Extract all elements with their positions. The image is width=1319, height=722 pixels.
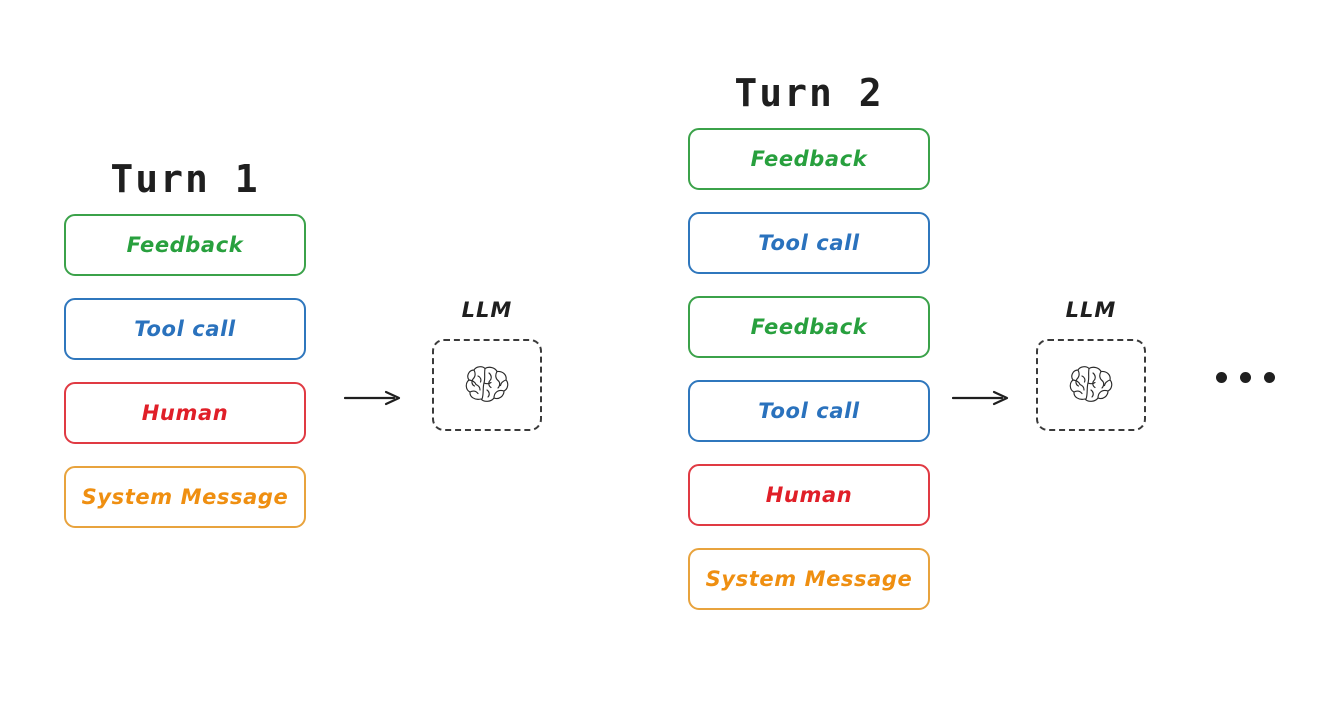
- message-box-tool-call[interactable]: Tool call: [688, 380, 930, 442]
- message-box-tool-call[interactable]: Tool call: [64, 298, 306, 360]
- message-label: System Message: [81, 484, 289, 509]
- turn-2-title: Turn 2: [734, 71, 884, 115]
- arrow-right-icon-2: [951, 388, 1016, 408]
- message-label: Feedback: [750, 314, 868, 339]
- message-box-system-message[interactable]: System Message: [688, 548, 930, 610]
- turn-column-1: Turn 1 Feedback Tool call Human System M…: [64, 160, 306, 528]
- message-box-feedback[interactable]: Feedback: [688, 128, 930, 190]
- llm-label: LLM: [461, 298, 513, 322]
- turn-1-message-stack: Feedback Tool call Human System Message: [64, 214, 306, 528]
- turn-1-title: Turn 1: [110, 157, 260, 201]
- turn-column-2: Turn 2 Feedback Tool call Feedback Tool …: [688, 74, 930, 610]
- arrow-right-icon-1: [343, 388, 408, 408]
- message-box-feedback[interactable]: Feedback: [688, 296, 930, 358]
- message-label: Tool call: [758, 398, 860, 423]
- ellipsis-dot: [1264, 372, 1275, 383]
- llm-label: LLM: [1065, 298, 1117, 322]
- message-label: Tool call: [758, 230, 860, 255]
- llm-node-1: LLM: [432, 300, 542, 431]
- ellipsis-dot: [1216, 372, 1227, 383]
- message-box-human[interactable]: Human: [688, 464, 930, 526]
- brain-icon: [465, 366, 509, 402]
- ellipsis-dot: [1240, 372, 1251, 383]
- message-label: Human: [141, 400, 229, 425]
- message-label: Feedback: [750, 146, 868, 171]
- message-label: Human: [765, 482, 853, 507]
- message-label: Tool call: [134, 316, 236, 341]
- llm-node-2: LLM: [1036, 300, 1146, 431]
- turn-2-message-stack: Feedback Tool call Feedback Tool call Hu…: [688, 128, 930, 610]
- message-box-feedback[interactable]: Feedback: [64, 214, 306, 276]
- message-box-system-message[interactable]: System Message: [64, 466, 306, 528]
- llm-box[interactable]: [1036, 339, 1146, 431]
- brain-icon: [1069, 366, 1113, 402]
- message-box-human[interactable]: Human: [64, 382, 306, 444]
- message-box-tool-call[interactable]: Tool call: [688, 212, 930, 274]
- message-label: System Message: [705, 566, 913, 591]
- llm-box[interactable]: [432, 339, 542, 431]
- message-label: Feedback: [126, 232, 244, 257]
- ellipsis-icon: [1216, 372, 1275, 383]
